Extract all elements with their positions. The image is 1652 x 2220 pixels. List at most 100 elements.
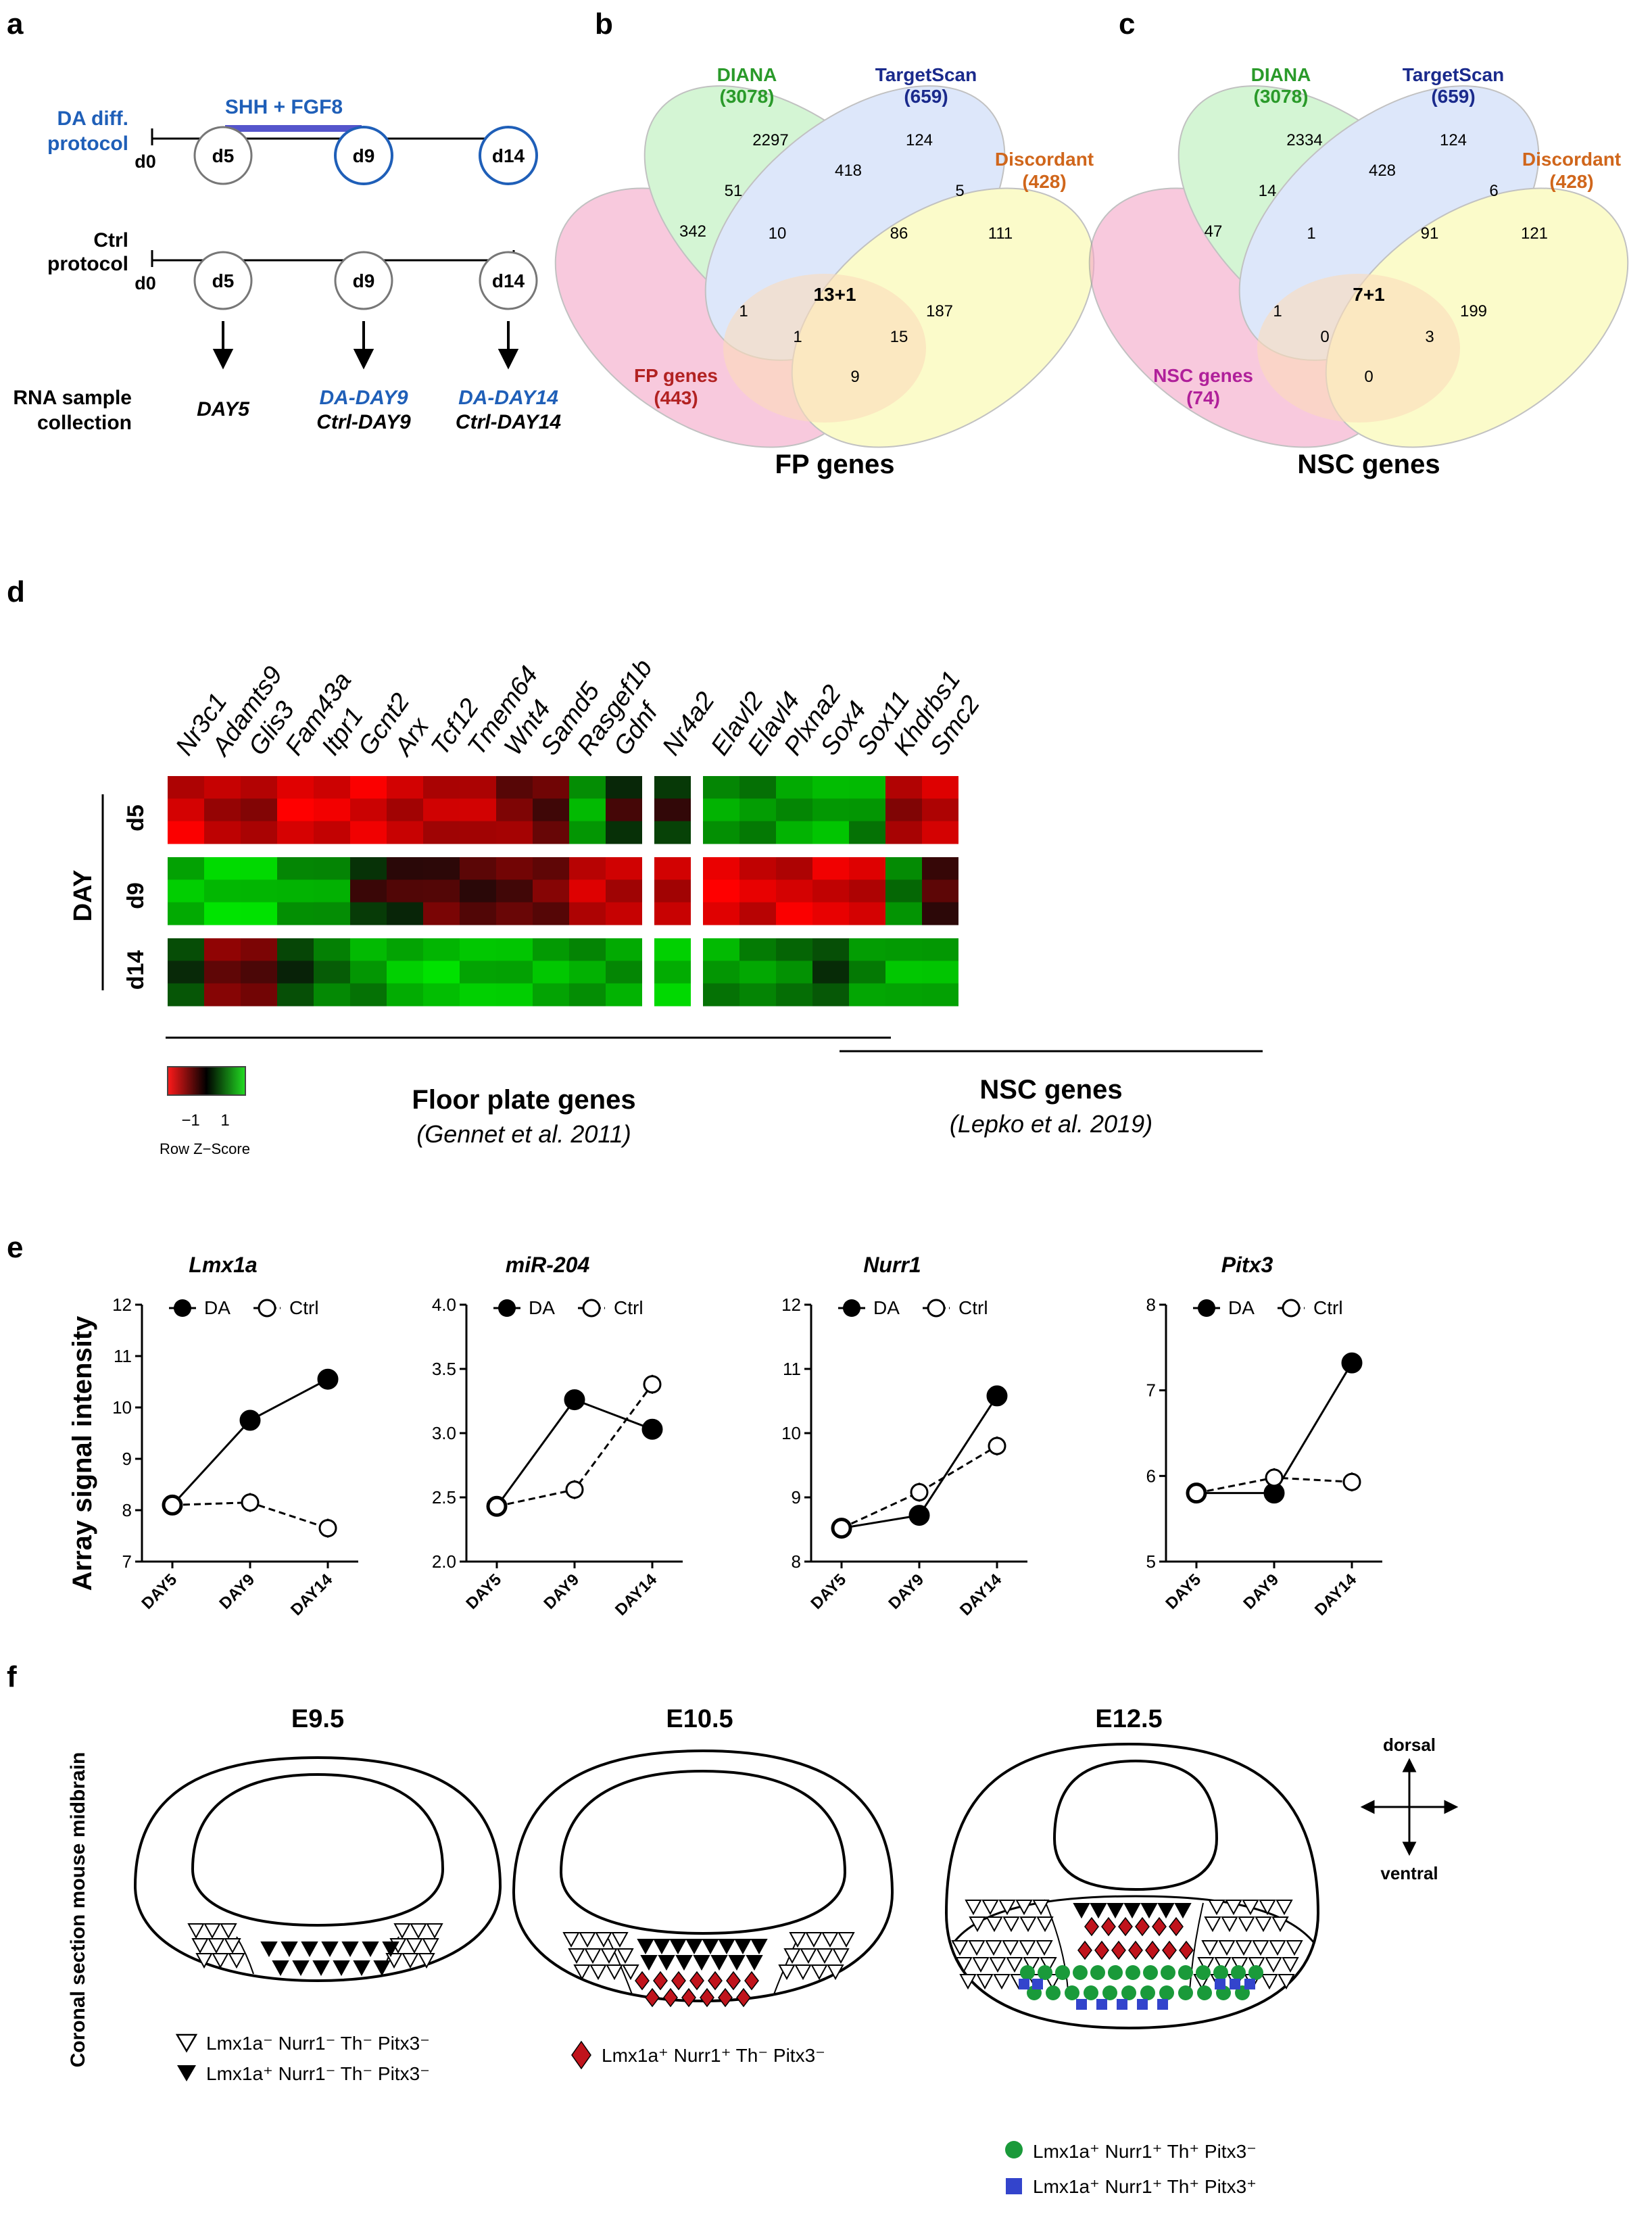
heatmap-cell [606, 857, 642, 880]
heatmap-cell [423, 983, 460, 1007]
venn-c-diana-name: DIANA [1251, 64, 1311, 85]
open-triangle-icon [778, 1964, 796, 1981]
filled-triangle-icon [710, 1955, 728, 1971]
point-ctrl [988, 1437, 1006, 1455]
open-triangle-icon [955, 1957, 973, 1973]
heatmap-cell [654, 902, 691, 925]
open-triangle-icon [228, 1953, 245, 1969]
heatmap-cell [776, 938, 812, 961]
open-triangle-icon [972, 1957, 990, 1973]
legend-green-circle-icon [1005, 2141, 1023, 2158]
filled-triangle-icon [1140, 1903, 1158, 1919]
filled-triangle-icon [333, 1960, 350, 1977]
heatmap-cell [168, 938, 204, 961]
heatmap-cell [922, 798, 958, 822]
point-ctrl [487, 1497, 506, 1516]
heatmap-cell [350, 857, 387, 880]
heatmap-cell [922, 938, 958, 961]
heatmap-cell [314, 821, 350, 844]
blue-square-icon [1019, 1979, 1029, 1989]
row-label-d5: d5 [123, 804, 149, 831]
open-triangle-icon [1255, 1916, 1272, 1933]
venn-b-count: 187 [926, 302, 953, 320]
open-triangle-icon [981, 1900, 999, 1916]
heatmap-cell [654, 821, 691, 844]
heatmap-cell [350, 776, 387, 799]
series-line-ctrl [841, 1445, 998, 1529]
da-d5: d5 [212, 145, 235, 166]
heatmap-cell [460, 857, 496, 880]
collection-label-2: collection [37, 412, 132, 434]
red-diamond-icon [1094, 1940, 1109, 1960]
legend-label-ctrl: Ctrl [958, 1297, 988, 1318]
heatmap-cell [387, 821, 423, 844]
ctrl-protocol-label-2: protocol [47, 253, 128, 275]
venn-b-count: 111 [988, 224, 1013, 243]
sample-da-day14: DA-DAY14 [458, 387, 558, 409]
heatmap-cell [922, 776, 958, 799]
point-ctrl [565, 1480, 584, 1499]
da-d0: d0 [135, 151, 156, 172]
chart-title: Pitx3 [1221, 1253, 1273, 1277]
heatmap-cell [703, 857, 739, 880]
red-diamond-icon [663, 1987, 678, 2008]
open-triangle-icon [1261, 1974, 1278, 1990]
venn-b-count: 10 [769, 224, 787, 243]
red-diamond-icon [1145, 1940, 1160, 1960]
da-d9-circle [334, 126, 393, 185]
heatmap-cell [533, 821, 569, 844]
panel-label-b: b [595, 7, 613, 41]
point-ctrl [318, 1519, 337, 1538]
ctrl-d14-circle [479, 251, 538, 310]
red-diamond-icon [635, 1971, 650, 1991]
venn-b-count: 418 [835, 162, 862, 180]
heatmap-cell [350, 798, 387, 822]
red-diamond-icon [736, 1987, 751, 2008]
heatmap-cell [533, 798, 569, 822]
open-triangle-icon [426, 1923, 443, 1939]
open-triangle-icon [187, 1923, 205, 1939]
green-circle-icon [1065, 1985, 1079, 2000]
panel-b: b DIANA (3078) TargetScan (659) Discorda… [554, 7, 1095, 479]
open-triangle-icon [611, 1932, 629, 1948]
open-triangle-icon [1248, 1957, 1265, 1973]
filled-triangle-icon [746, 1955, 763, 1971]
stage-e12-5: E12.5 [1095, 1705, 1162, 1733]
heatmap-cell [885, 938, 922, 961]
heatmap-cell [387, 798, 423, 822]
legend-marker-da [174, 1299, 191, 1317]
da-protocol-label-1: DA diff. [57, 107, 128, 130]
open-triangle-icon [993, 1974, 1011, 1990]
venn-b-title: FP genes [775, 450, 894, 479]
legend-filled-triangle-icon [177, 2065, 196, 2081]
legend-marker-da [1198, 1299, 1215, 1317]
heatmap-cell [496, 798, 533, 822]
ctrl-d5: d5 [212, 270, 235, 291]
open-triangle-icon [827, 1964, 844, 1981]
open-triangle-icon [208, 1938, 225, 1954]
x-tick-label: DAY14 [1311, 1570, 1361, 1620]
x-tick-label: DAY5 [138, 1570, 180, 1613]
heatmap-cell [703, 983, 739, 1007]
open-triangle-icon [959, 1974, 977, 1990]
domain-boundary [1044, 1899, 1204, 1992]
venn-b-query-n: (443) [654, 387, 698, 408]
filled-triangle-icon [292, 1960, 310, 1977]
heatmap-cell [812, 776, 849, 799]
heatmap-cell [569, 857, 606, 880]
heatmap-cell [496, 857, 533, 880]
heatmap-cell [277, 776, 314, 799]
stage-e9-5: E9.5 [291, 1705, 344, 1733]
heatmap-cell [885, 961, 922, 984]
legend-label-da: DA [529, 1297, 555, 1318]
heatmap-cell [168, 983, 204, 1007]
heatmap-cell [168, 821, 204, 844]
green-circle-icon [1073, 1965, 1088, 1980]
open-triangle-icon [794, 1964, 812, 1981]
open-triangle-icon [1286, 1940, 1303, 1956]
heatmap-cell [241, 983, 277, 1007]
fp-group-label: Floor plate genes [412, 1085, 635, 1115]
heatmap-cell [168, 879, 204, 903]
